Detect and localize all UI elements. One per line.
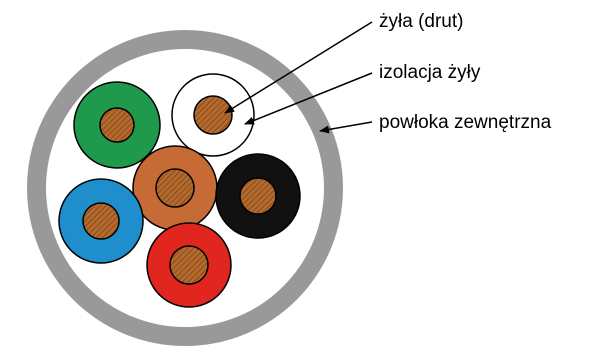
conductor-blue (58, 178, 144, 264)
conductor-black (215, 153, 301, 239)
conductor-brown (132, 145, 218, 231)
wire-insulation-label: izolacja żyły (379, 62, 481, 83)
wire-insulation-arrow (244, 72, 373, 125)
conductor-blue-wire (82, 202, 120, 240)
outer-sheath-arrow (319, 121, 373, 134)
wire-label: żyła (drut) (379, 11, 463, 32)
conductor-white-wire (193, 95, 233, 135)
conductor-green-wire (99, 107, 135, 143)
conductor-white (171, 73, 255, 157)
conductor-brown-wire (155, 168, 195, 208)
conductor-green (73, 81, 161, 169)
conductor-red-wire (169, 245, 209, 285)
conductor-red (146, 222, 232, 308)
outer-sheath-label: powłoka zewnętrzna (379, 112, 552, 133)
conductor-black-wire (239, 177, 277, 215)
wire-arrow (224, 21, 373, 114)
